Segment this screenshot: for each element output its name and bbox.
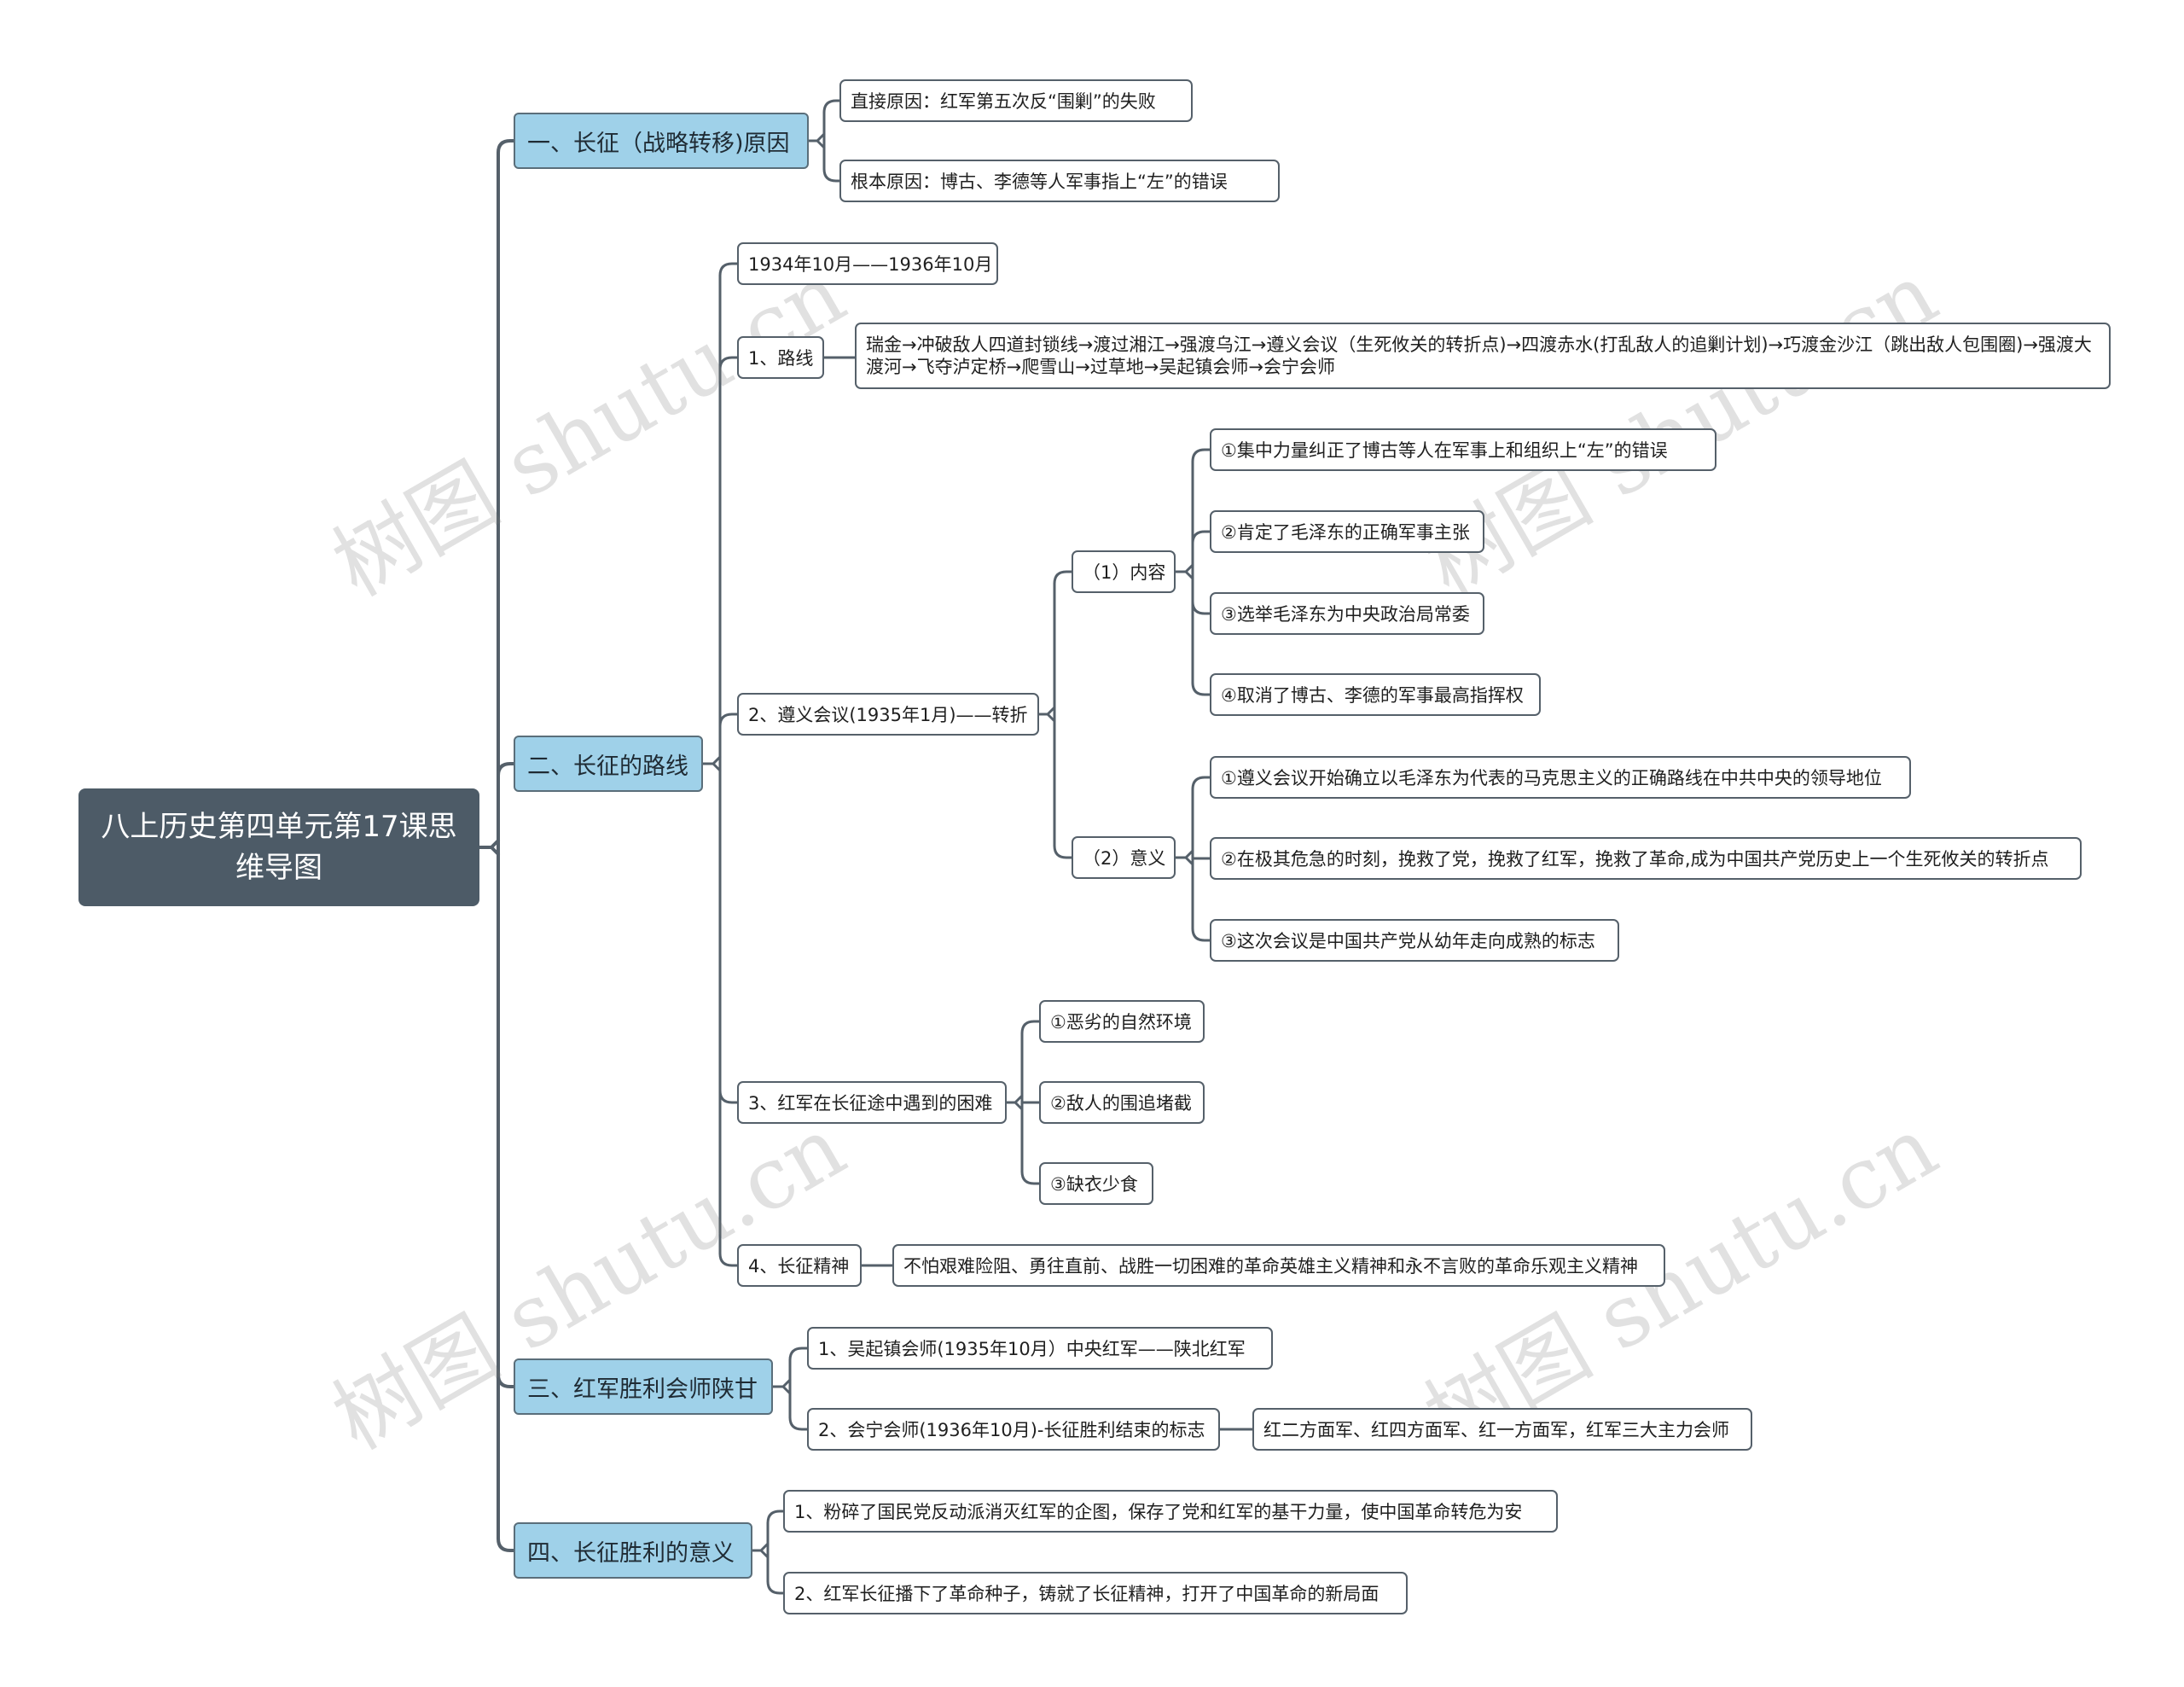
connector [1020, 1020, 1041, 1035]
zunyi-content-item[interactable]: ①集中力量纠正了博古等人在军事上和组织上“左”的错误 [1210, 428, 1716, 471]
node-text: 根本原因：博古、李德等人军事指上“左”的错误 [851, 172, 1228, 192]
connector [1053, 844, 1073, 859]
zunyi-meaning-item[interactable]: ③这次会议是中国共产党从幼年走向成熟的标志 [1210, 919, 1619, 962]
route-path-detail[interactable]: 瑞金→冲破敌人四道封锁线→渡过湘江→强渡乌江→遵义会议（生死攸关的转折点)→四渡… [855, 323, 2111, 389]
zunyi-meaning-item[interactable]: ①遵义会议开始确立以毛泽东为代表的马克思主义的正确路线在中共中央的领导地位 [1210, 756, 1911, 799]
difficulty-item[interactable]: ③缺衣少食 [1039, 1162, 1153, 1205]
connector [1191, 530, 1211, 545]
connector [788, 1416, 809, 1431]
node-text: 不怕艰难险阻、勇往直前、战胜一切困难的革命英雄主义精神和永不言败的革命乐观主义精… [903, 1256, 1638, 1277]
connector [1191, 600, 1211, 615]
connector [1174, 849, 1194, 866]
node-text: ①集中力量纠正了博古等人在军事上和组织上“左”的错误 [1221, 440, 1668, 461]
node-text: 2、红军长征播下了革命种子，铸就了长征精神，打开了中国革命的新局面 [794, 1584, 1380, 1604]
connector [788, 1347, 809, 1362]
cause-direct[interactable]: 直接原因：红军第五次反“围剿”的失败 [839, 79, 1193, 122]
node-text: 4、长征精神 [748, 1256, 850, 1277]
significance-item[interactable]: 2、红军长征播下了革命种子，铸就了长征精神，打开了中国革命的新局面 [783, 1572, 1408, 1614]
connector [497, 1537, 515, 1552]
connector [1037, 706, 1056, 723]
node-text: ②在极其危急的时刻，挽救了党，挽救了红军，挽救了革命,成为中国共产党历史上一个生… [1221, 849, 2049, 870]
connector [478, 839, 500, 856]
route-path[interactable]: 1、路线 [737, 336, 824, 379]
long-march-spirit-detail[interactable]: 不怕艰难险阻、勇往直前、战胜一切困难的革命英雄主义精神和永不言败的革命乐观主义精… [892, 1244, 1665, 1287]
cause-root[interactable]: 根本原因：博古、李德等人军事指上“左”的错误 [839, 160, 1280, 202]
difficulty-item[interactable]: ①恶劣的自然环境 [1039, 1000, 1205, 1043]
march-difficulties[interactable]: 3、红军在长征途中遇到的困难 [737, 1081, 1007, 1124]
zunyi-content-item[interactable]: ③选举毛泽东为中央政治局常委 [1210, 592, 1484, 635]
root-topic[interactable]: 八上历史第四单元第17课思维导图 [78, 788, 479, 906]
connector [1005, 1094, 1024, 1111]
meeting-huining[interactable]: 2、会宁会师(1936年10月)-长征胜利结束的标志 [807, 1408, 1220, 1451]
connector [1020, 1170, 1041, 1185]
node-text: ①恶劣的自然环境 [1050, 1012, 1192, 1033]
zunyi-content[interactable]: （1）内容 [1072, 550, 1176, 593]
connector [718, 1089, 739, 1104]
long-march-spirit[interactable]: 4、长征精神 [737, 1244, 862, 1287]
difficulty-item[interactable]: ②敌人的围追堵截 [1039, 1081, 1205, 1124]
connector [1174, 563, 1194, 580]
connector [497, 762, 515, 777]
branch-label: 三、红军胜利会师陕甘 [527, 1376, 758, 1403]
connector [1191, 776, 1211, 791]
zunyi-content-item[interactable]: ④取消了博古、李德的军事最高指挥权 [1210, 673, 1541, 716]
zunyi-meaning[interactable]: （2）意义 [1072, 836, 1176, 879]
branch-causes[interactable]: 一、长征（战略转移)原因 [514, 113, 809, 169]
connector [497, 139, 515, 154]
branch-significance[interactable]: 四、长征胜利的意义 [514, 1522, 752, 1579]
node-text: 1、路线 [748, 348, 814, 369]
connector [1191, 681, 1211, 696]
node-text: ②肯定了毛泽东的正确军事主张 [1221, 522, 1470, 543]
node-text: （2）意义 [1083, 848, 1166, 869]
connector [751, 1542, 770, 1559]
branch-meeting[interactable]: 三、红军胜利会师陕甘 [514, 1358, 773, 1415]
node-text: ①遵义会议开始确立以毛泽东为代表的马克思主义的正确路线在中共中央的领导地位 [1221, 768, 1882, 788]
node-text: 直接原因：红军第五次反“围剿”的失败 [851, 91, 1156, 112]
connector [497, 1373, 515, 1388]
branch-label: 四、长征胜利的意义 [527, 1539, 735, 1567]
connector [766, 1579, 785, 1595]
node-text: 1、粉碎了国民党反动派消灭红军的企图，保存了党和红军的基干力量，使中国革命转危为… [794, 1502, 1523, 1522]
branch-label: 二、长征的路线 [527, 753, 688, 780]
connector [718, 356, 739, 371]
significance-item[interactable]: 1、粉碎了国民党反动派消灭红军的企图，保存了党和红军的基干力量，使中国革命转危为… [783, 1490, 1558, 1533]
node-text: （1）内容 [1083, 562, 1166, 583]
meeting-huining-detail[interactable]: 红二方面军、红四方面军、红一方面军，红军三大主力会师 [1252, 1408, 1752, 1451]
branch-route[interactable]: 二、长征的路线 [514, 736, 703, 792]
node-text: ③缺衣少食 [1050, 1174, 1138, 1195]
node-text: ④取消了博古、李德的军事最高指挥权 [1221, 685, 1524, 706]
connector [771, 1378, 792, 1395]
connector [766, 1510, 785, 1525]
node-text: 瑞金→冲破敌人四道封锁线→渡过湘江→强渡乌江→遵义会议（生死攸关的转折点)→四渡… [866, 334, 2092, 377]
zunyi-meaning-item[interactable]: ②在极其危急的时刻，挽救了党，挽救了红军，挽救了革命,成为中国共产党历史上一个生… [1210, 837, 2082, 880]
node-text: ②敌人的围追堵截 [1050, 1093, 1192, 1114]
node-text: 2、会宁会师(1936年10月)-长征胜利结束的标志 [818, 1420, 1205, 1440]
node-text: 1、吴起镇会师(1935年10月）中央红军——陕北红军 [818, 1339, 1246, 1359]
connector [718, 1252, 739, 1267]
connector [1053, 570, 1073, 585]
connector [807, 132, 826, 149]
node-text: 1934年10月——1936年10月 [748, 254, 993, 275]
connector [822, 167, 841, 183]
branch-label: 一、长征（战略转移)原因 [527, 130, 790, 157]
zunyi-content-item[interactable]: ②肯定了毛泽东的正确军事主张 [1210, 510, 1484, 553]
route-time[interactable]: 1934年10月——1936年10月 [737, 242, 998, 285]
node-text: 红二方面军、红四方面军、红一方面军，红军三大主力会师 [1263, 1420, 1729, 1440]
connector [1191, 927, 1211, 942]
node-text: 3、红军在长征途中遇到的困难 [748, 1093, 993, 1114]
connector [718, 713, 739, 728]
root-title: 八上历史第四单元第17课思维导图 [101, 810, 457, 885]
connector [822, 99, 841, 114]
zunyi-meeting[interactable]: 2、遵义会议(1935年1月)——转折 [737, 693, 1039, 736]
connector [1191, 448, 1211, 463]
node-text: 2、遵义会议(1935年1月)——转折 [748, 705, 1028, 725]
connector [718, 262, 739, 277]
connector [701, 755, 722, 772]
node-text: ③选举毛泽东为中央政治局常委 [1221, 604, 1470, 625]
node-text: ③这次会议是中国共产党从幼年走向成熟的标志 [1221, 931, 1595, 951]
meeting-wuqi[interactable]: 1、吴起镇会师(1935年10月）中央红军——陕北红军 [807, 1327, 1273, 1370]
